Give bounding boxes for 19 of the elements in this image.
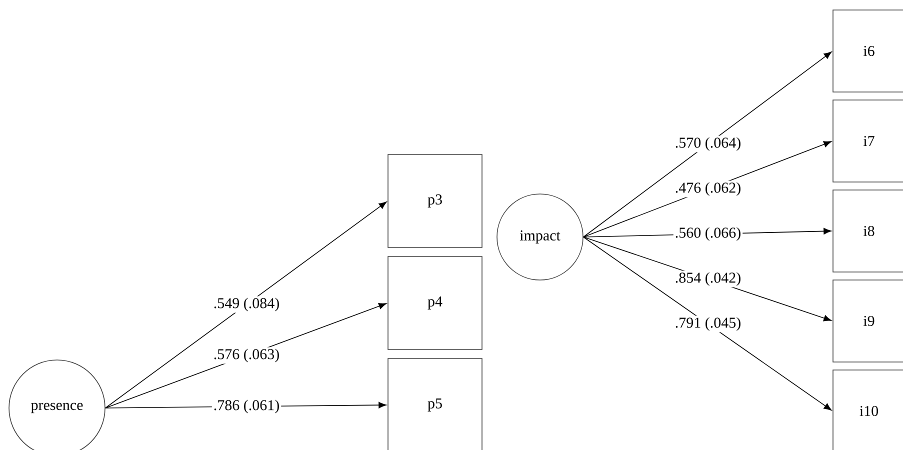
indicator-box: i9: [832, 280, 903, 362]
edge-label: .570 (.064): [676, 137, 740, 151]
edge-label: .854 (.042): [676, 272, 740, 286]
indicator-box: p3: [388, 154, 482, 248]
edge-label: .549 (.084): [214, 298, 279, 312]
arrow: [105, 202, 387, 408]
indicator-box: p4: [388, 256, 482, 350]
edge-label: .576 (.063): [214, 348, 279, 362]
edge-label: .560 (.066): [676, 227, 740, 241]
arrow: [583, 236, 832, 410]
arrow: [583, 52, 832, 238]
edge-label: .791 (.045): [676, 317, 740, 331]
indicator-box: i7: [832, 100, 903, 182]
indicator-box: i8: [832, 190, 903, 272]
indicator-box: i6: [832, 10, 903, 92]
edge-label: .476 (.062): [676, 182, 740, 196]
indicator-box: p5: [388, 358, 482, 450]
indicator-box: i10: [832, 370, 903, 450]
edge-label: .786 (.061): [214, 400, 279, 414]
